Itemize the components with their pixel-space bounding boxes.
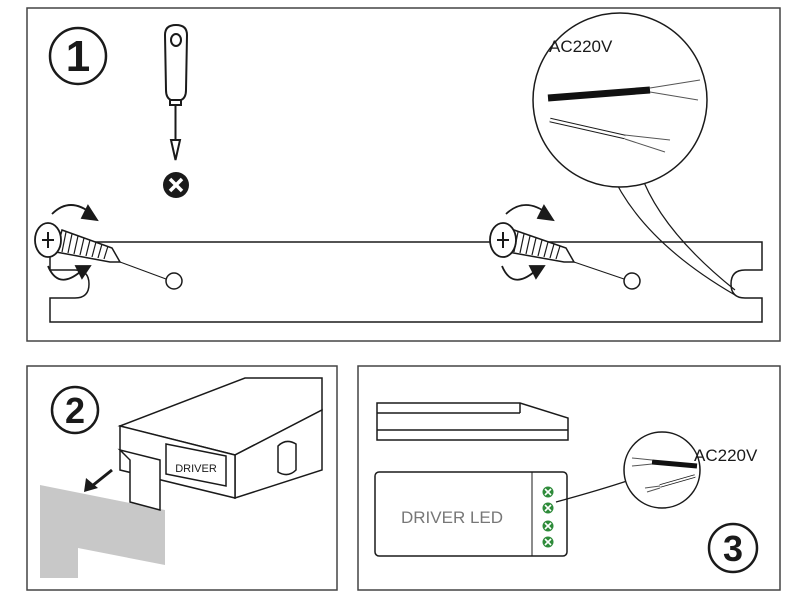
- screw-icon: [34, 222, 167, 280]
- step-1-badge: 1: [48, 26, 108, 86]
- step-3-number: 3: [723, 528, 743, 569]
- arrow-icon: [84, 468, 113, 492]
- driver-led-label: DRIVER LED: [401, 508, 503, 527]
- step-1-number: 1: [66, 32, 90, 81]
- panel-step-3: DRIVER LED: [357, 365, 781, 591]
- panel-step-2: 2 DRIVER: [26, 365, 338, 591]
- screw-icon: [489, 222, 625, 280]
- step-2-badge: 2: [50, 385, 100, 435]
- cable-zoom-bubble: [532, 12, 736, 296]
- terminal-screws: [542, 486, 554, 548]
- driver-label: DRIVER: [175, 463, 217, 475]
- panel-step-1: 1: [26, 7, 781, 342]
- step-3-badge: 3: [707, 522, 759, 574]
- driver-module: DRIVER: [165, 443, 227, 487]
- ac220v-label: AC220V: [694, 446, 758, 465]
- ac220v-label: AC220V: [549, 37, 613, 56]
- screwdriver-icon: [163, 23, 189, 161]
- rotate-arrow-icon: [501, 204, 555, 281]
- mounting-bar: [49, 241, 763, 323]
- driver-side-view: [376, 402, 569, 441]
- step-2-number: 2: [65, 390, 85, 431]
- mounting-surface: [40, 485, 165, 578]
- rotate-arrow-icon: [47, 204, 99, 281]
- prohibited-icon: [163, 172, 189, 198]
- driver-led-box: DRIVER LED: [374, 471, 568, 557]
- cable-zoom-bubble: [555, 431, 701, 509]
